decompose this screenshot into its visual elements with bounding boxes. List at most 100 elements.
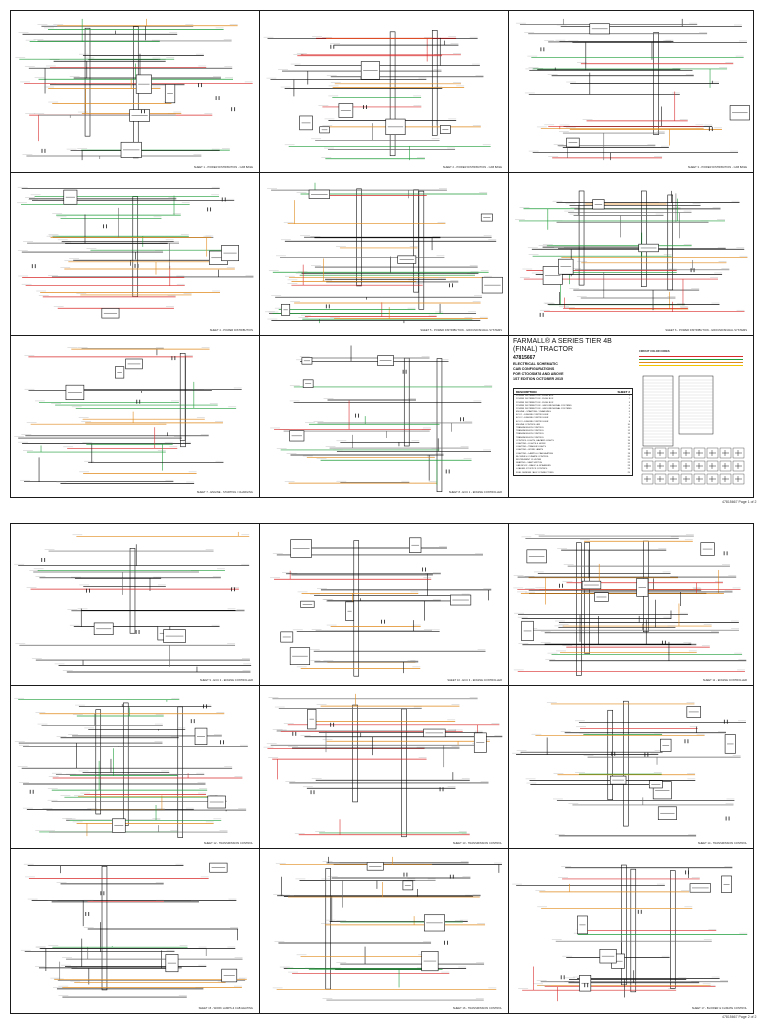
title-block: FARMALL® A SERIES TIER 4B (FINAL) TRACTO… bbox=[508, 335, 754, 498]
schematic-sheet-2: SHEET 2 - POWER DISTRIBUTION - CAB BASE bbox=[259, 10, 509, 173]
contents-description: LIGHTING - TRAILER LIGHTS bbox=[516, 446, 546, 449]
sheet-caption: SHEET 1 - POWER DISTRIBUTION - CAB BASE bbox=[193, 166, 253, 169]
contents-description: POWER DISTRIBUTION - GROUND/SIGNAL SYSTE… bbox=[516, 407, 572, 410]
contents-description: LIGHTING - LIGHTS & HORN bbox=[516, 442, 546, 445]
schematic-sheet-15: SHEET 15 - WORK LAMPS & CAB HEATING bbox=[10, 848, 260, 1014]
contents-table: DESCRIPTION SHEET # POWER DISTRIBUTION -… bbox=[513, 388, 633, 476]
part-number: 47815667 bbox=[513, 355, 536, 361]
connector-block bbox=[101, 866, 108, 991]
subtitle-line-2: CAB CONFIGURATIONS bbox=[513, 367, 555, 371]
connector-block bbox=[353, 540, 360, 677]
schematic-symbol-icon bbox=[644, 450, 651, 456]
wiring-diagram bbox=[270, 345, 493, 493]
sheet-caption: SHEET 4 - POWER DISTRIBUTION bbox=[209, 329, 253, 332]
wiring-diagram bbox=[512, 700, 746, 837]
contents-description: LIGHTING - WORK LAMPS bbox=[516, 449, 544, 452]
contents-row: POWER DISTRIBUTION - GROUND/SIGNAL SYSTE… bbox=[514, 405, 632, 408]
contents-sheet-number: 7 bbox=[628, 414, 630, 417]
subtitle-line-3: FOR CTOOSM78 AND ABOVE bbox=[513, 372, 564, 376]
schematic-sheet-10: SHEET 10 - ECU 3 - ENGINE CONTROLLER bbox=[259, 523, 509, 686]
connector-block bbox=[670, 870, 676, 989]
schematic-sheet-5: SHEET 5 - POWER DISTRIBUTION - GROUND/SI… bbox=[259, 172, 509, 336]
sheet-caption: SHEET 9 - ECU 2 - ENGINE CONTROLLER bbox=[199, 679, 253, 682]
symbol-box bbox=[719, 473, 732, 485]
connector-table bbox=[642, 375, 714, 447]
contents-header: DESCRIPTION SHEET # bbox=[514, 389, 632, 395]
contents-sheet-number: 11 bbox=[627, 427, 630, 430]
connector-block bbox=[95, 709, 102, 815]
symbol-box bbox=[680, 447, 693, 459]
schematic-symbol-icon bbox=[657, 463, 664, 469]
connector-block bbox=[431, 30, 438, 136]
symbol-box bbox=[641, 473, 654, 485]
connector-block bbox=[667, 194, 673, 291]
schematic-symbol-icon bbox=[657, 450, 664, 456]
contents-sheet-number: 13 bbox=[627, 433, 630, 436]
symbol-legend bbox=[641, 375, 745, 485]
schematic-symbol-icon bbox=[709, 476, 716, 482]
connector-block bbox=[132, 196, 139, 297]
schematic-sheet-12: SHEET 12 - TRANSMISSION CONTROL bbox=[10, 685, 260, 849]
contents-sheet-number: 24 bbox=[627, 468, 630, 471]
legend-color-line bbox=[639, 365, 743, 366]
sheet-caption: SHEET 15 - WORK LAMPS & CAB HEATING bbox=[198, 1007, 253, 1010]
wiring-diagram bbox=[263, 693, 503, 838]
sheet-caption: SHEET 13 - TRANSMISSION CONTROL bbox=[452, 842, 502, 845]
schematic-symbol-icon bbox=[696, 463, 703, 469]
schematic-symbol-icon bbox=[722, 463, 729, 469]
contents-sheet-number: 3 bbox=[628, 401, 630, 404]
contents-sheet-number: 16 bbox=[627, 442, 630, 445]
symbol-box bbox=[732, 460, 745, 472]
contents-description: LIGHTING - LAMPS & CAB HEATING bbox=[516, 452, 554, 455]
subtitle-line-1: ELECTRICAL SCHEMATIC bbox=[513, 362, 558, 366]
schematic-symbol-icon bbox=[722, 476, 729, 482]
contents-description: CAB ROOF - RADIO & SPEAKERS bbox=[516, 465, 551, 468]
wiring-diagram bbox=[512, 864, 748, 1002]
schematic-sheet-8: SHEET 8 - ECU 1 - ENGINE CONTROLLER bbox=[259, 335, 509, 498]
schematic-symbol-icon bbox=[670, 450, 677, 456]
schematic-sheet-4: SHEET 4 - POWER DISTRIBUTION bbox=[10, 172, 260, 336]
sheet-caption: SHEET 17 - BLOWER & CLIMATE CONTROL bbox=[691, 1007, 747, 1010]
symbol-box bbox=[654, 473, 667, 485]
symbol-box bbox=[654, 460, 667, 472]
schematic-symbol-icon bbox=[683, 463, 690, 469]
contents-description-header: DESCRIPTION bbox=[516, 389, 537, 394]
connector-block bbox=[129, 548, 136, 634]
sheet-caption: SHEET 6 - POWER DISTRIBUTION - GROUND/SI… bbox=[665, 329, 747, 332]
schematic-sheet-17: SHEET 17 - BLOWER & CLIMATE CONTROL bbox=[508, 848, 754, 1014]
wiring-diagram bbox=[265, 182, 503, 324]
contents-description: ENGINE - STARTING / CHARGING bbox=[516, 411, 551, 414]
schematic-symbol-icon bbox=[696, 476, 703, 482]
sheet-caption: SHEET 2 - POWER DISTRIBUTION - CAB BASE bbox=[442, 166, 502, 169]
symbol-box bbox=[706, 460, 719, 472]
contents-description: ECU 1 - ENGINE CONTROLLER bbox=[516, 414, 549, 417]
page-mark: 47815667 Page 2 of 2 bbox=[722, 1015, 757, 1019]
wiring-diagram bbox=[17, 187, 254, 319]
contents-sheet-number: 25 bbox=[627, 471, 630, 474]
wiring-diagram bbox=[513, 534, 747, 676]
sheet-caption: SHEET 10 - ECU 3 - ENGINE CONTROLLER bbox=[447, 679, 502, 682]
symbol-box bbox=[719, 460, 732, 472]
contents-description: TRANSMISSION CONTROL bbox=[516, 433, 544, 436]
symbol-box bbox=[693, 473, 706, 485]
wiring-diagram bbox=[15, 18, 253, 161]
connector-block bbox=[401, 708, 407, 838]
contents-sheet-number: 21 bbox=[627, 458, 630, 461]
connector-block bbox=[584, 542, 590, 654]
schematic-symbol-icon bbox=[683, 450, 690, 456]
contents-description: ECU 3 - ENGINE CONTROLLER bbox=[516, 420, 549, 423]
connector-block bbox=[578, 190, 585, 286]
connector-block bbox=[623, 700, 629, 827]
connector-block bbox=[389, 31, 396, 157]
connector-block bbox=[122, 702, 129, 826]
